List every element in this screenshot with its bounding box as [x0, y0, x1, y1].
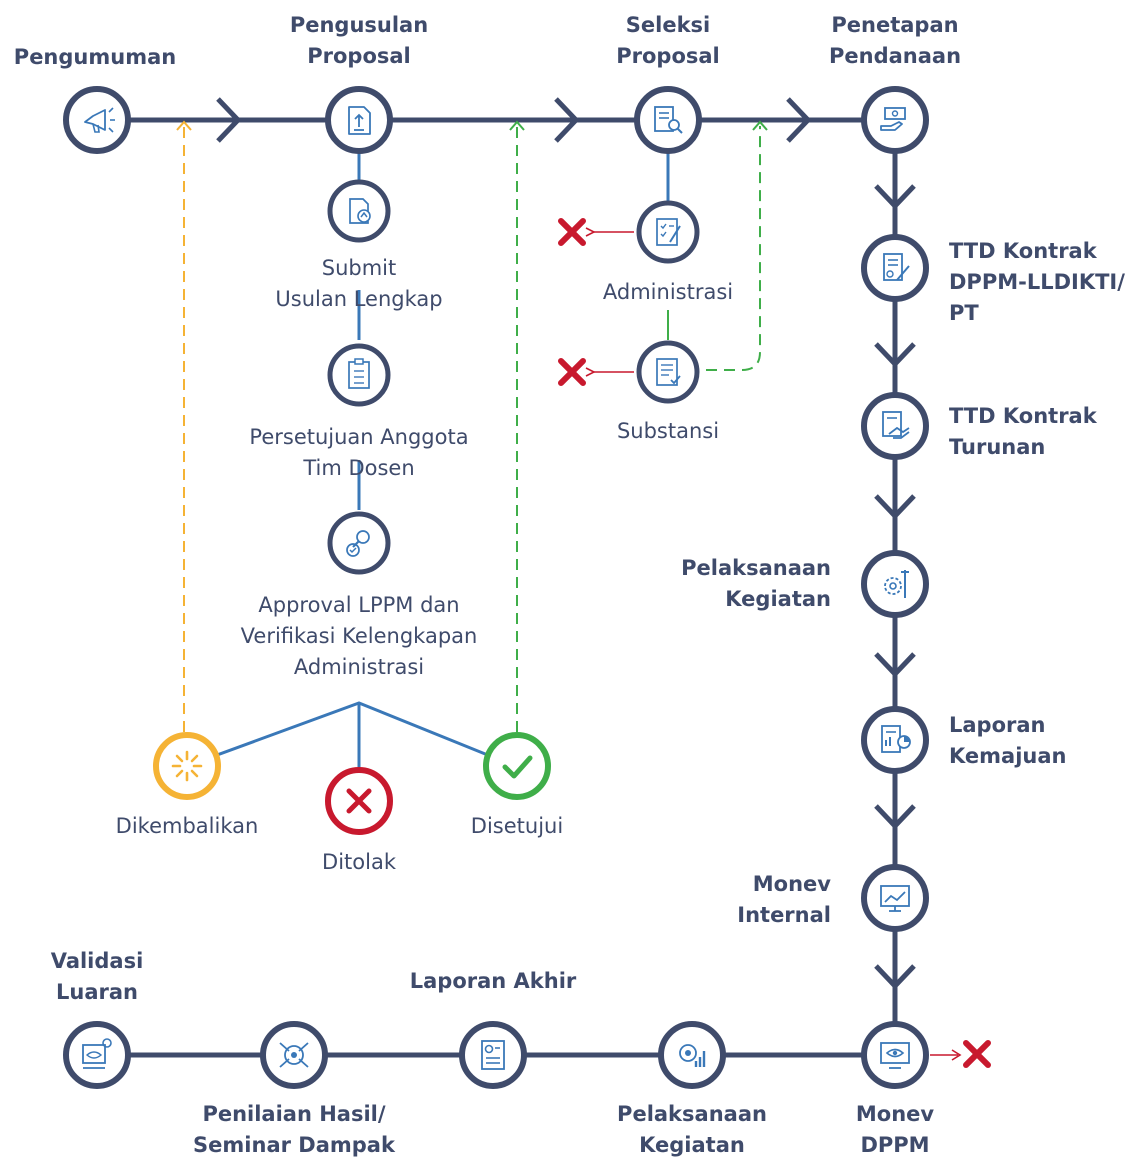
arrow-right-icon	[951, 1049, 962, 1061]
outcome-fork-line	[186, 701, 516, 768]
chevron-down-icon	[874, 652, 916, 678]
chevron-right-icon	[786, 97, 812, 143]
reject-x-icon	[558, 218, 586, 246]
chevron-down-icon	[874, 964, 916, 990]
impact-target-icon	[260, 1021, 328, 1089]
chevron-down-icon	[874, 184, 916, 210]
monitor-eye-icon	[861, 1021, 929, 1089]
chevron-right-icon	[554, 97, 580, 143]
target-growth-icon	[658, 1021, 726, 1089]
report-chart-icon	[861, 706, 929, 774]
arrow-up-icon	[509, 120, 525, 131]
label-administrasi: Administrasi	[602, 280, 734, 304]
arrow-up-icon	[752, 120, 768, 131]
chevron-down-icon	[874, 804, 916, 830]
chevron-down-icon	[874, 342, 916, 368]
arrow-up-icon	[176, 120, 192, 131]
upload-document-icon	[325, 86, 393, 154]
megaphone-icon	[63, 86, 131, 154]
reject-x-icon	[558, 358, 586, 386]
label-penilaian-hasil: Penilaian Hasil/Seminar Dampak	[193, 1102, 395, 1157]
approved-check-icon	[483, 732, 551, 800]
reject-x-icon	[963, 1040, 991, 1068]
contract-handshake-icon	[861, 392, 929, 460]
document-check-icon	[636, 340, 700, 404]
submit-document-icon	[327, 179, 391, 243]
chevron-down-icon	[874, 494, 916, 520]
chevron-right-icon	[216, 97, 242, 143]
substansi-forward-line	[706, 126, 761, 371]
clipboard-check-icon	[636, 200, 700, 264]
gear-tools-icon	[861, 550, 929, 618]
label-pengumuman: Pengumuman	[13, 45, 177, 69]
final-report-icon	[459, 1021, 527, 1089]
label-laporan-akhir: Laporan Akhir	[409, 969, 577, 993]
contract-sign-icon	[861, 234, 929, 302]
returned-loading-icon	[153, 732, 221, 800]
monitor-chart-icon	[861, 864, 929, 932]
rejected-x-icon	[325, 767, 393, 835]
label-ditolak: Ditolak	[322, 850, 396, 874]
clipboard-team-icon	[327, 343, 391, 407]
funding-hand-icon	[861, 86, 929, 154]
stamp-approval-icon	[327, 511, 391, 575]
validation-idea-icon	[63, 1021, 131, 1089]
document-search-icon	[634, 86, 702, 154]
label-dikembalikan: Dikembalikan	[115, 814, 259, 838]
label-disetujui: Disetujui	[470, 814, 564, 838]
label-substansi: Substansi	[616, 419, 720, 443]
connectors	[97, 97, 991, 1068]
